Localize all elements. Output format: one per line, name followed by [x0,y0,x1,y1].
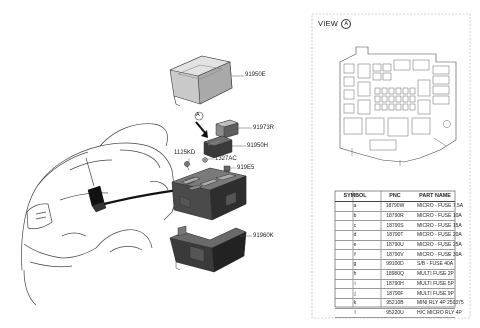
symbol-cell: f [335,249,375,261]
view-title: VIEW A [318,19,352,30]
view-title-marker: A [341,19,352,30]
fuse-holder [203,135,233,159]
callout-bolt: 1125KD [174,150,196,156]
part-name-cell: MULTI FUSE 5P [415,279,455,290]
part-name-cell: MICRO - FUSE 7.5A [415,201,464,212]
symbol-cell: k [335,298,375,309]
car-illustration [21,123,177,306]
symbol-cell: c [335,220,375,232]
view-a-marker [194,111,208,138]
symbol-cell: l [335,308,375,319]
view-title-text: VIEW [318,19,338,28]
pnc-cell: 18790S [375,220,415,232]
pnc-cell: 18790H [375,279,415,290]
part-name-cell: MICRO - FUSE 30A [415,249,462,261]
relay [215,119,239,139]
callout-cover: 91950E [245,72,266,78]
header-pnc: PNC [375,191,415,202]
pnc-cell: 18790U [375,240,415,251]
part-name-cell: MULTI FUSE 9P [415,288,455,299]
symbol-cell: e [335,240,375,251]
symbol-cell: j [335,288,375,299]
pnc-cell: 18790W [375,201,415,212]
callout-bracket: 91960K [253,233,274,239]
fuse-box-top-view [339,46,457,166]
pnc-cell: 18790F [375,288,415,299]
part-name-cell: MICRO - FUSE 15A [415,220,462,232]
car-fusebox-location [87,185,107,213]
symbol-cell: b [335,211,375,222]
view-a-panel [311,13,471,319]
header-symbol: SYMBOL [335,191,375,202]
parts-table-header: SYMBOL PNC PART NAME [335,191,455,202]
part-name-cell: MICRO - FUSE 25A [415,240,462,251]
pnc-cell: 18790R [375,211,415,222]
part-name-cell: MICRO - FUSE 20A [415,230,462,241]
pnc-cell: 18790T [375,230,415,241]
part-name-cell: MULTI FUSE 2P [415,269,455,280]
view-a-marker-label: A [196,112,200,118]
nut [202,157,208,163]
pnc-cell: 18790V [375,249,415,261]
symbol-cell: a [335,201,375,212]
pnc-cell: 95210B [375,298,415,309]
part-name-cell: MINI RLY 4P 250375 [415,298,464,309]
callout-nut: 1327AC [215,156,237,162]
pnc-cell: 18980Q [375,269,415,280]
part-name-cell: H/C MICRO RLY 4P [415,308,462,319]
fuse-box-cover [169,55,233,107]
fuse-box-body [171,167,247,221]
bolt [184,161,190,171]
pnc-cell: 99100D [375,259,415,270]
part-name-cell: MICRO - FUSE 10A [415,211,462,222]
location-leader-line [103,188,179,206]
part-name-cell: S/B - FUSE 40A [415,259,455,270]
pnc-cell: 95220U [375,308,415,319]
symbol-cell: i [335,279,375,290]
symbol-cell: g [335,259,375,270]
symbol-cell: h [335,269,375,280]
symbol-cell: d [335,230,375,241]
header-part-name: PART NAME [415,191,455,202]
callout-fuse: 919E5 [237,165,255,171]
callout-relay: 91973R [253,125,275,131]
lower-bracket [169,225,247,273]
callout-holder: 91950H [247,143,269,149]
